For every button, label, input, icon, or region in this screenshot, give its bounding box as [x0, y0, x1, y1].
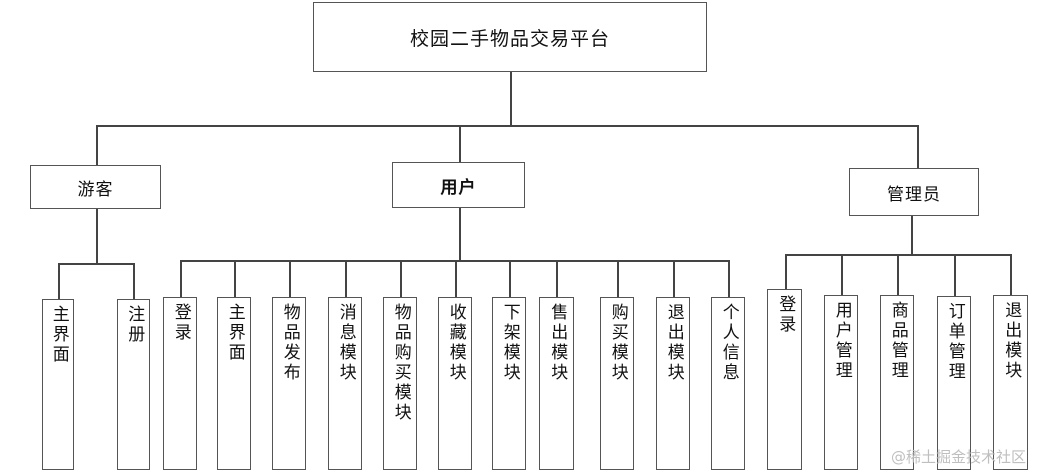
connector — [917, 125, 919, 169]
module-node: 登录 — [163, 297, 197, 470]
role-label-user: 用户 — [440, 177, 477, 198]
connector — [841, 254, 843, 296]
module-label: 主界面 — [48, 305, 69, 366]
connector — [133, 263, 135, 300]
module-label: 商品管理 — [887, 301, 908, 382]
module-node: 退出模块 — [993, 295, 1028, 470]
module-label: 购买模块 — [607, 303, 628, 384]
module-label: 注册 — [124, 305, 145, 346]
role-node-guest: 游客 — [30, 165, 161, 209]
module-node: 订单管理 — [937, 296, 971, 470]
watermark-text: @稀土掘金技术社区 — [890, 448, 1026, 466]
connector — [617, 260, 619, 298]
connector — [96, 125, 918, 127]
connector — [459, 207, 461, 260]
connector — [96, 125, 98, 166]
module-label: 消息模块 — [335, 303, 356, 384]
module-label: 登录 — [775, 295, 796, 336]
role-node-user: 用户 — [392, 162, 525, 208]
module-node: 物品购买模块 — [383, 297, 417, 470]
module-node: 主界面 — [42, 299, 74, 470]
module-label: 售出模块 — [547, 303, 568, 384]
role-label-guest: 游客 — [77, 179, 114, 200]
connector — [897, 254, 899, 296]
connector — [728, 260, 730, 298]
module-label: 主界面 — [224, 303, 245, 364]
module-label: 物品发布 — [279, 303, 300, 384]
connector — [58, 263, 60, 300]
module-node: 登录 — [767, 289, 802, 470]
connector — [455, 260, 457, 298]
role-node-admin: 管理员 — [849, 168, 979, 216]
module-label: 登录 — [170, 303, 191, 344]
module-node: 个人信息 — [711, 297, 745, 470]
connector — [954, 254, 956, 297]
module-label: 收藏模块 — [445, 303, 466, 384]
connector — [234, 260, 236, 298]
module-node: 消息模块 — [328, 297, 362, 470]
module-node: 用户管理 — [824, 295, 858, 470]
connector — [785, 254, 787, 290]
connector — [58, 263, 134, 265]
connector — [180, 260, 182, 298]
root-node: 校园二手物品交易平台 — [313, 2, 707, 72]
connector — [1010, 254, 1012, 296]
module-node: 商品管理 — [880, 295, 914, 470]
module-node: 下架模块 — [492, 297, 526, 470]
module-node: 购买模块 — [600, 297, 634, 470]
module-label: 个人信息 — [718, 303, 739, 384]
root-label: 校园二手物品交易平台 — [409, 27, 610, 50]
connector — [459, 125, 461, 163]
module-node: 物品发布 — [272, 297, 306, 470]
connector — [345, 260, 347, 298]
module-node: 注册 — [117, 299, 150, 470]
module-label: 订单管理 — [944, 302, 965, 383]
connector — [180, 260, 729, 262]
module-label: 用户管理 — [831, 301, 852, 382]
connector — [509, 260, 511, 298]
module-node: 售出模块 — [539, 297, 574, 470]
module-label: 下架模块 — [499, 303, 520, 384]
role-label-admin: 管理员 — [887, 184, 941, 205]
connector — [510, 71, 512, 125]
connector — [673, 260, 675, 298]
connector — [400, 260, 402, 298]
module-label: 物品购买模块 — [390, 303, 411, 424]
module-node: 退出模块 — [656, 297, 690, 470]
connector — [289, 260, 291, 298]
module-label: 退出模块 — [1001, 301, 1022, 382]
connector — [911, 215, 913, 255]
module-node: 主界面 — [217, 297, 251, 470]
connector — [556, 260, 558, 298]
module-node: 收藏模块 — [438, 297, 472, 470]
connector — [96, 208, 98, 264]
module-label: 退出模块 — [663, 303, 684, 384]
